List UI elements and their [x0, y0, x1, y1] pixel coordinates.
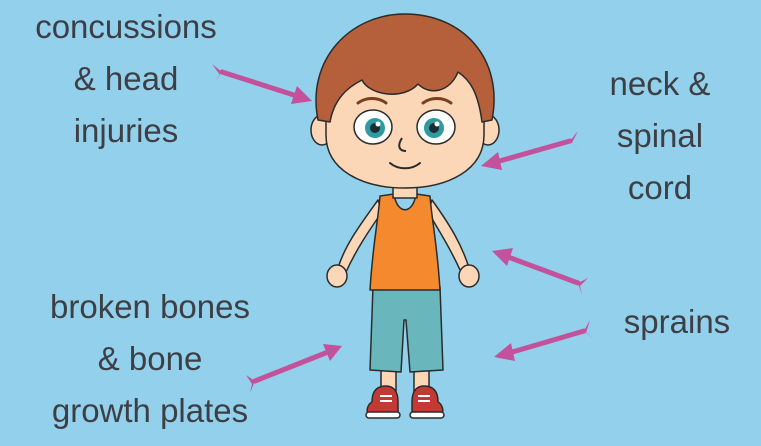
label-sprains: sprains — [597, 296, 757, 348]
label-line: broken bones — [10, 281, 290, 333]
label-line: & bone — [10, 333, 290, 385]
label-broken-bones: broken bones & bone growth plates — [10, 281, 290, 437]
label-line: sprains — [597, 296, 757, 348]
label-neck-spinal-cord: neck & spinal cord — [570, 58, 750, 214]
label-line: concussions — [0, 1, 252, 53]
left-sole — [366, 412, 400, 418]
label-line: & head — [0, 53, 252, 105]
label-line: injuries — [0, 105, 252, 157]
right-sole — [410, 412, 444, 418]
label-line: cord — [570, 162, 750, 214]
label-line: spinal — [570, 110, 750, 162]
left-hand — [327, 265, 347, 287]
right-hand — [459, 265, 479, 287]
label-line: growth plates — [10, 385, 290, 437]
label-line: neck & — [570, 58, 750, 110]
label-concussions: concussions & head injuries — [0, 1, 252, 157]
